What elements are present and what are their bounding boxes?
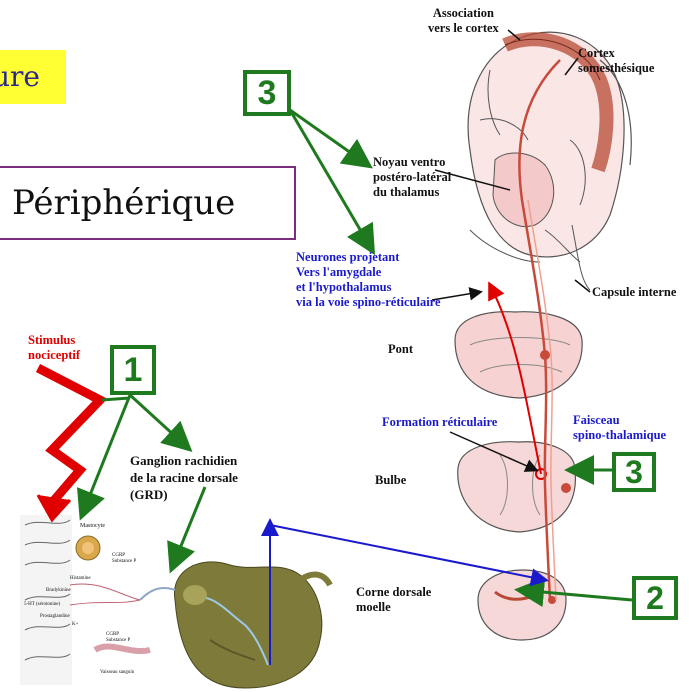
dorsal-horn-label: Corne dorsale moelle [356,585,431,615]
cgrp-bottom-label: CGRP Substance P [106,632,130,644]
internal-capsule-label: Capsule interne [592,285,676,300]
reticular-formation-label: Formation réticulaire [382,415,497,430]
step-2-box: 2 [632,576,678,620]
step-3-right-box: 3 [612,452,656,492]
ganglion-label: Ganglion rachidien de la racine dorsale … [130,452,238,503]
thalamus-label: Noyau ventro postéro-latéral du thalamus [373,155,451,200]
step-1-box: 1 [110,345,156,395]
vessel-label: Vaisseau sanguin [100,670,134,676]
medulla-section [458,442,576,532]
association-label: Association vers le cortex [428,6,499,36]
spinal-cord-section [478,570,566,640]
step-3-top-box: 3 [243,70,291,116]
histamine-label: Histamine [70,576,91,582]
spinoreticular-label: Neurones projetant Vers l'amygdale et l'… [296,250,441,310]
bradykinine-label: Bradykinine [46,588,71,594]
pons-section [455,312,582,398]
cortex-label: Cortex somesthésique [578,46,654,76]
k-ion-label: K+ [72,622,78,628]
medulla-label: Bulbe [375,473,406,488]
cgrp-top-label: CGRP Substance P [112,553,136,565]
spinal-ganglion-illustration [140,562,330,688]
prostaglandine-label: Prostaglandine [40,614,70,620]
serotonine-label: 5-HT (sérotonine) [24,602,60,608]
mastocyte-label: Mastocyte [80,523,105,530]
title-fragment: ure [0,50,66,104]
peripheral-tissue-illustration [20,515,150,685]
pons-label: Pont [388,342,413,357]
stimulus-label: Stimulus nociceptif [28,333,80,363]
spinothalamic-label: Faisceau spino-thalamique [573,413,666,443]
stimulus-arrow [38,368,100,505]
peripheral-label-box: Périphérique [0,166,296,240]
